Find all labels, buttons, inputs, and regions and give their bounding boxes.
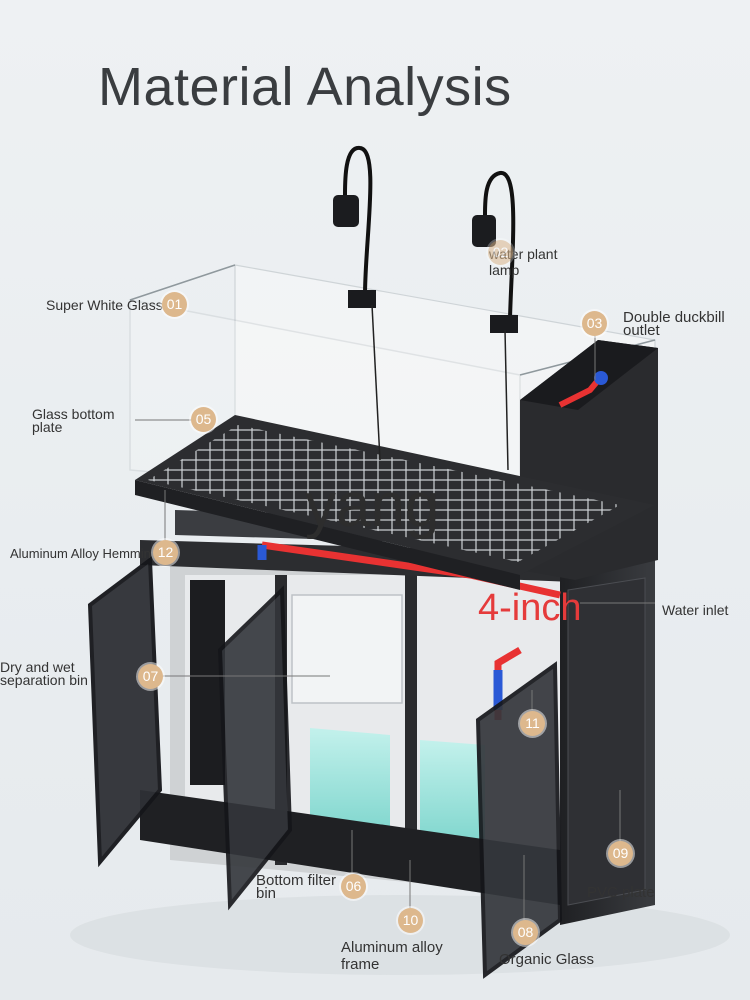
label-pvc-plate: PVC plate [587,884,655,901]
lamp-arm-left [343,146,373,296]
lamp-clip-right [490,315,518,333]
lamp-cable-left [371,304,381,461]
lamp-cable-right [504,329,509,471]
label-super-white-glass: Super White Glass [46,297,163,313]
overflow-box-top [520,340,658,410]
filter-bin-water [420,740,485,850]
pipe-size-label: 4-inch [478,587,582,629]
tank-edge [129,264,236,301]
label-organic-glass: Organic Glass [499,951,595,968]
badge-11: 11 [520,711,545,736]
dry-wet-bin [291,594,403,704]
lamp-arm-right [483,171,516,319]
pvc-panel [567,577,646,906]
door-center-left [217,585,293,911]
label-aluminum-alloy-frame: Aluminum alloy frame [341,939,443,973]
label-glass-bottom-plate: Glass bottom plate [32,406,115,435]
page-title: Material Analysis [98,57,512,117]
label-water-inlet: Water inlet [662,602,729,618]
badge-02: 02 [488,240,513,265]
frame-post [405,575,417,875]
badge-01: 01 [162,292,187,317]
bottom-plate-grid [148,425,620,562]
badge-12: 12 [153,540,178,565]
label-bottom-filter-bin: Bottom filter bin [256,872,337,902]
lamp-head-left [333,195,359,227]
duckbill-outlet-cap [594,371,608,385]
badge-09: 09 [608,841,633,866]
badge-03: 03 [582,311,607,336]
frame-post [190,580,225,785]
door-right [475,661,563,979]
badge-08: 08 [513,920,538,945]
badge-10: 10 [398,908,423,933]
label-dry-wet-bin: Dry and wet separation bin [0,659,88,688]
badge-07: 07 [138,664,163,689]
filter-bin-water [310,728,390,840]
lamp-head-right [472,215,496,247]
badge-06: 06 [341,874,366,899]
bottom-plate-edge [135,480,520,590]
watermark: yang [305,471,440,540]
badge-05: 05 [191,407,216,432]
label-aluminum-alloy-hemming: Aluminum Alloy Hemming [10,546,159,561]
door-left [87,556,163,868]
lamp-clip-left [348,290,376,308]
label-double-duckbill-outlet: Double duckbill outlet [623,309,725,339]
